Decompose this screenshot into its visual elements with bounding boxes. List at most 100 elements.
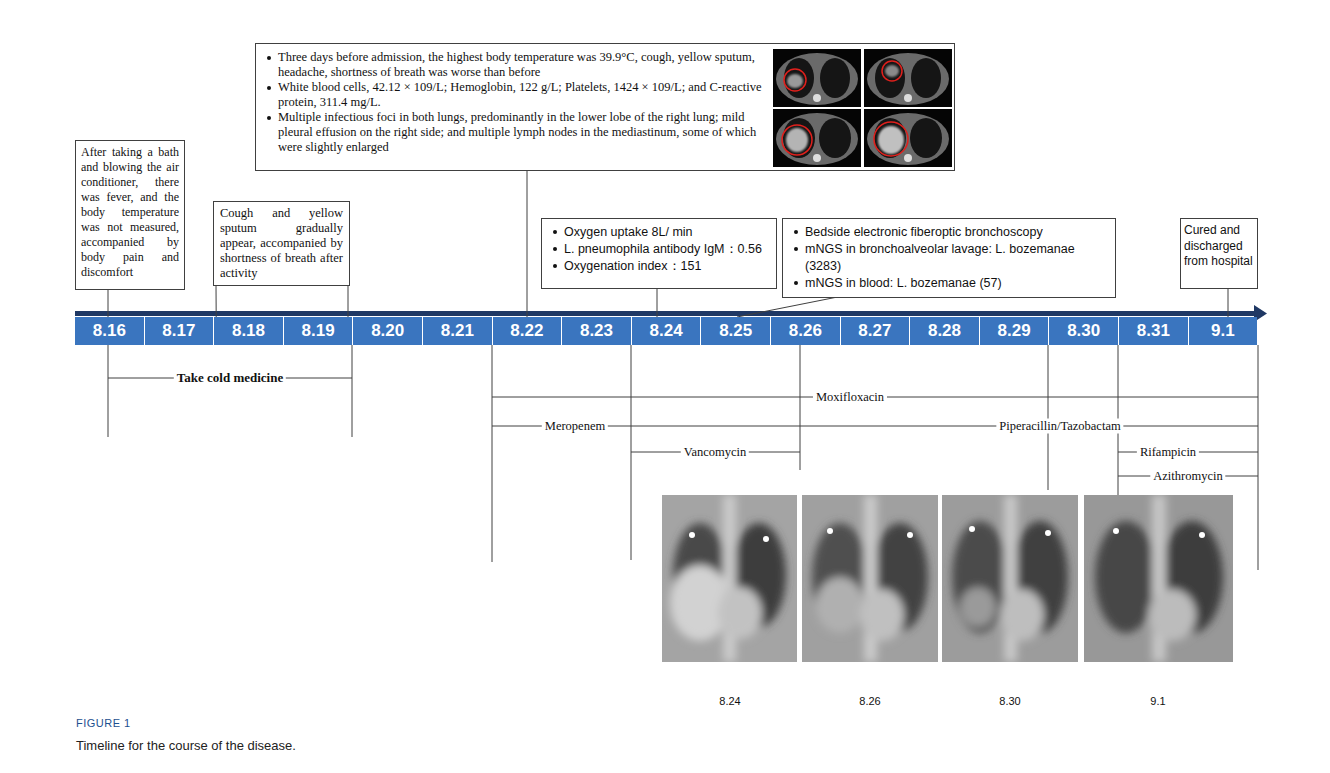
bullet-item: Multiple infectious foci in both lungs, …	[264, 110, 764, 155]
event-box: Oxygen uptake 8L/ minL. pneumophila anti…	[541, 218, 777, 289]
date-text: 8.27	[858, 321, 891, 341]
leader-line	[737, 298, 835, 318]
date-cell: 8.17	[145, 317, 214, 345]
bullet-dot	[267, 86, 271, 90]
date-text: 8.17	[162, 321, 195, 341]
event-box: After taking a bath and blowing the air …	[75, 140, 185, 290]
bullet-dot	[794, 247, 798, 251]
xray-heart	[1000, 589, 1044, 641]
date-cell: 8.26	[771, 317, 840, 345]
date-cell: 8.22	[493, 317, 562, 345]
ct-slice	[864, 49, 952, 107]
xray-ground	[942, 495, 1078, 662]
ct-lung	[784, 58, 814, 98]
date-text: 8.31	[1137, 321, 1170, 341]
chest-xray	[942, 495, 1078, 662]
ct-body	[776, 53, 858, 105]
period-tick	[1258, 345, 1259, 570]
ct-lung	[820, 58, 850, 98]
ct-ground	[773, 49, 861, 107]
date-text: 8.25	[719, 321, 752, 341]
box-text: mNGS in blood: L. bozemanae (57)	[805, 275, 1109, 292]
date-cell: 8.24	[632, 317, 701, 345]
bullet-item: Oxygen uptake 8L/ min	[550, 224, 770, 241]
xray-date: 9.1	[1147, 695, 1168, 708]
xray-electrode	[907, 532, 913, 538]
ct-ground	[773, 109, 861, 167]
date-cell: 8.27	[841, 317, 910, 345]
medication-label: Azithromycin	[1150, 469, 1225, 484]
xray-consolidation	[960, 587, 996, 627]
figure-caption: Timeline for the course of the disease.	[73, 738, 299, 754]
xray-anatomy	[812, 495, 928, 662]
box-text: Cough and yellow sputum gradually appear…	[220, 206, 343, 281]
medication-label: Vancomycin	[681, 445, 749, 460]
date-text: 8.24	[650, 321, 683, 341]
xray-heart	[718, 587, 762, 639]
period-tick	[631, 345, 632, 560]
medication-label: Meropenem	[542, 419, 608, 434]
box-text: mNGS in bronchoalveolar lavage: L. bozem…	[805, 241, 1109, 275]
ct-slice	[773, 49, 861, 107]
bullet-item: White blood cells, 42.12 × 109/L; Hemogl…	[264, 80, 764, 110]
date-cell: 8.28	[910, 317, 979, 345]
date-cell: 8.23	[562, 317, 631, 345]
ct-spine	[813, 94, 821, 102]
box-text: Oxygenation index：151	[564, 258, 770, 275]
medication-label: Take cold medicine	[174, 370, 286, 386]
date-text: 8.26	[789, 321, 822, 341]
lesion-circle	[782, 125, 812, 155]
box-text: Oxygen uptake 8L/ min	[564, 224, 770, 241]
bullet-dot	[794, 281, 798, 285]
leader-line	[1228, 289, 1229, 317]
xray-lung	[952, 521, 1008, 633]
date-text: 8.23	[580, 321, 613, 341]
period-tick	[352, 345, 353, 437]
date-text: 8.30	[1067, 321, 1100, 341]
bullet-item: mNGS in bronchoalveolar lavage: L. bozem…	[791, 241, 1109, 275]
bullet-item: mNGS in blood: L. bozemanae (57)	[791, 275, 1109, 292]
date-cell: 8.16	[75, 317, 144, 345]
date-text: 8.28	[928, 321, 961, 341]
ct-body	[867, 113, 949, 165]
bullet-dot	[267, 56, 271, 60]
box-text: Cured and discharged from hospital	[1184, 223, 1254, 270]
date-text: 8.21	[441, 321, 474, 341]
date-cell: 8.18	[214, 317, 283, 345]
xray-electrode	[763, 536, 769, 542]
date-cell: 8.30	[1049, 317, 1118, 345]
findings-box: Three days before admission, the highest…	[255, 43, 955, 171]
lesion-circle	[882, 61, 902, 81]
event-box: Cured and discharged from hospital	[1180, 218, 1258, 289]
date-text: 8.18	[232, 321, 265, 341]
date-cell: 8.31	[1119, 317, 1188, 345]
box-text: Multiple infectious foci in both lungs, …	[278, 110, 764, 155]
xray-electrode	[1045, 530, 1051, 536]
event-box: Cough and yellow sputum gradually appear…	[213, 201, 350, 286]
xray-date: 8.30	[996, 695, 1023, 708]
bullet-dot	[553, 230, 557, 234]
medication-label: Piperacillin/Tazobactam	[996, 419, 1123, 434]
leader-line	[527, 171, 528, 317]
ct-lung	[875, 58, 905, 98]
chest-xray	[802, 495, 938, 662]
date-text: 8.20	[371, 321, 404, 341]
ct-lung	[783, 118, 815, 158]
ct-infiltrate	[878, 126, 904, 154]
ct-body	[867, 53, 949, 105]
date-text: 8.19	[302, 321, 335, 341]
date-cell: 8.21	[423, 317, 492, 345]
date-cell: 8.29	[980, 317, 1049, 345]
ct-slice	[773, 109, 861, 167]
bullet-dot	[553, 247, 557, 251]
xray-heart	[1148, 589, 1196, 641]
ct-slice	[864, 109, 952, 167]
box-text: White blood cells, 42.12 × 109/L; Hemogl…	[278, 80, 764, 110]
date-text: 8.22	[510, 321, 543, 341]
date-text: 8.29	[998, 321, 1031, 341]
bullet-dot	[794, 230, 798, 234]
xray-anatomy	[670, 495, 786, 662]
xray-lung	[1095, 521, 1157, 633]
timeline-shaft	[75, 311, 1258, 316]
xray-date: 8.24	[716, 695, 743, 708]
